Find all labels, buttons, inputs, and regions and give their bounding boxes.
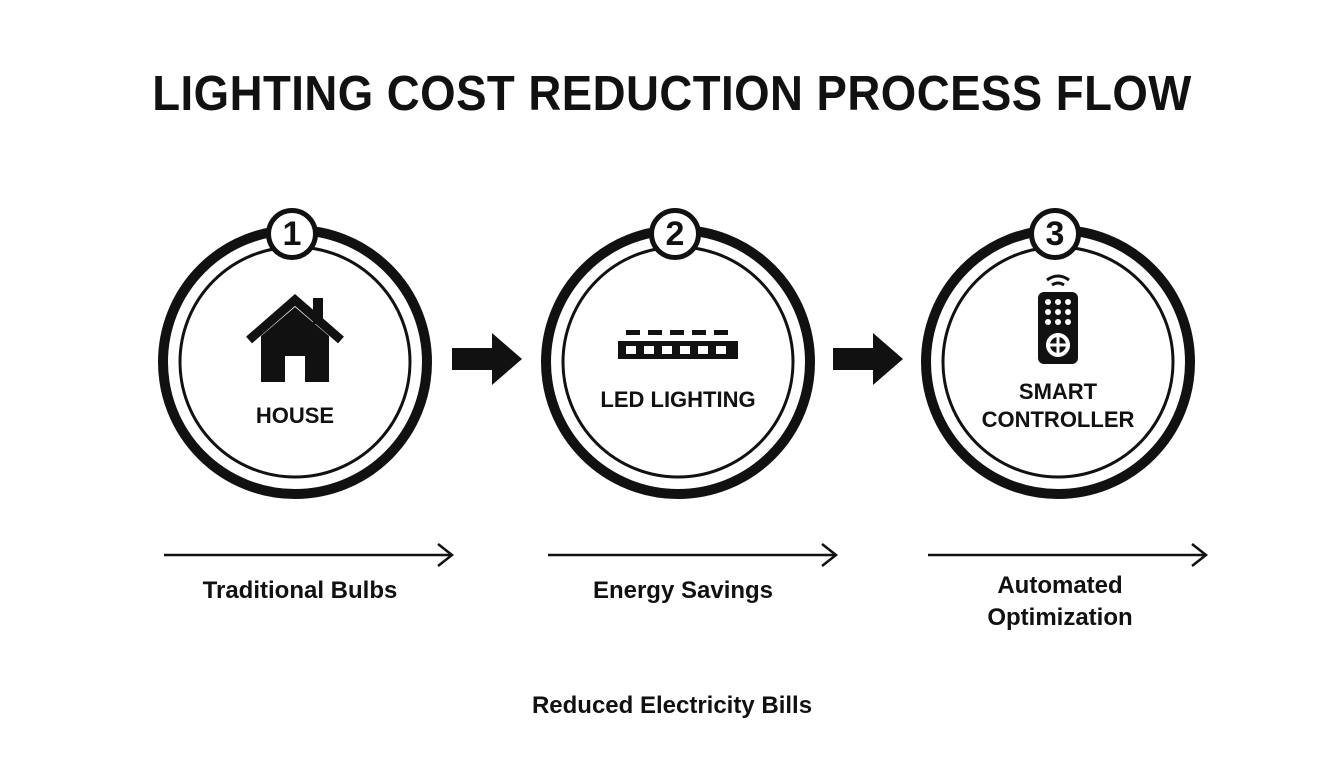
step-number: 2	[649, 208, 701, 260]
step-label-line-2: CONTROLLER	[981, 407, 1135, 432]
caption-energy-savings: Energy Savings	[592, 577, 774, 604]
caption-line-1: Automated	[997, 572, 1123, 599]
step-number: 3	[1029, 208, 1081, 260]
outcome-label: Reduced Electricity Bills	[531, 692, 813, 719]
step-number: 1	[266, 208, 318, 260]
line-arrow-3	[928, 543, 1209, 567]
line-arrow-2	[548, 543, 839, 567]
step-label-line-1: SMART	[1018, 379, 1098, 404]
step-ring	[541, 225, 815, 499]
caption-line-2: Optimization	[987, 604, 1133, 631]
line-arrow-1	[164, 543, 455, 567]
step-label: LED LIGHTING	[600, 387, 756, 412]
caption-traditional-bulbs: Traditional Bulbs	[202, 577, 398, 604]
flow-arrow-2	[833, 333, 903, 385]
led-strip-icon	[618, 330, 738, 359]
step-3: 3 SMART CONTROLLER	[918, 208, 1198, 502]
step-1: 1 HOUSE	[155, 208, 435, 502]
step-2: 2 LED LIGHTING	[538, 208, 818, 502]
flow-arrow-1	[452, 333, 522, 385]
remote-control-icon	[1038, 274, 1078, 364]
step-label: HOUSE	[255, 403, 335, 428]
step-label: SMART CONTROLLER	[958, 378, 1158, 434]
house-icon	[246, 294, 344, 382]
diagram-title: LIGHTING COST REDUCTION PROCESS FLOW	[152, 67, 1192, 121]
caption-automated-optimization: Automated Optimization	[920, 570, 1200, 634]
